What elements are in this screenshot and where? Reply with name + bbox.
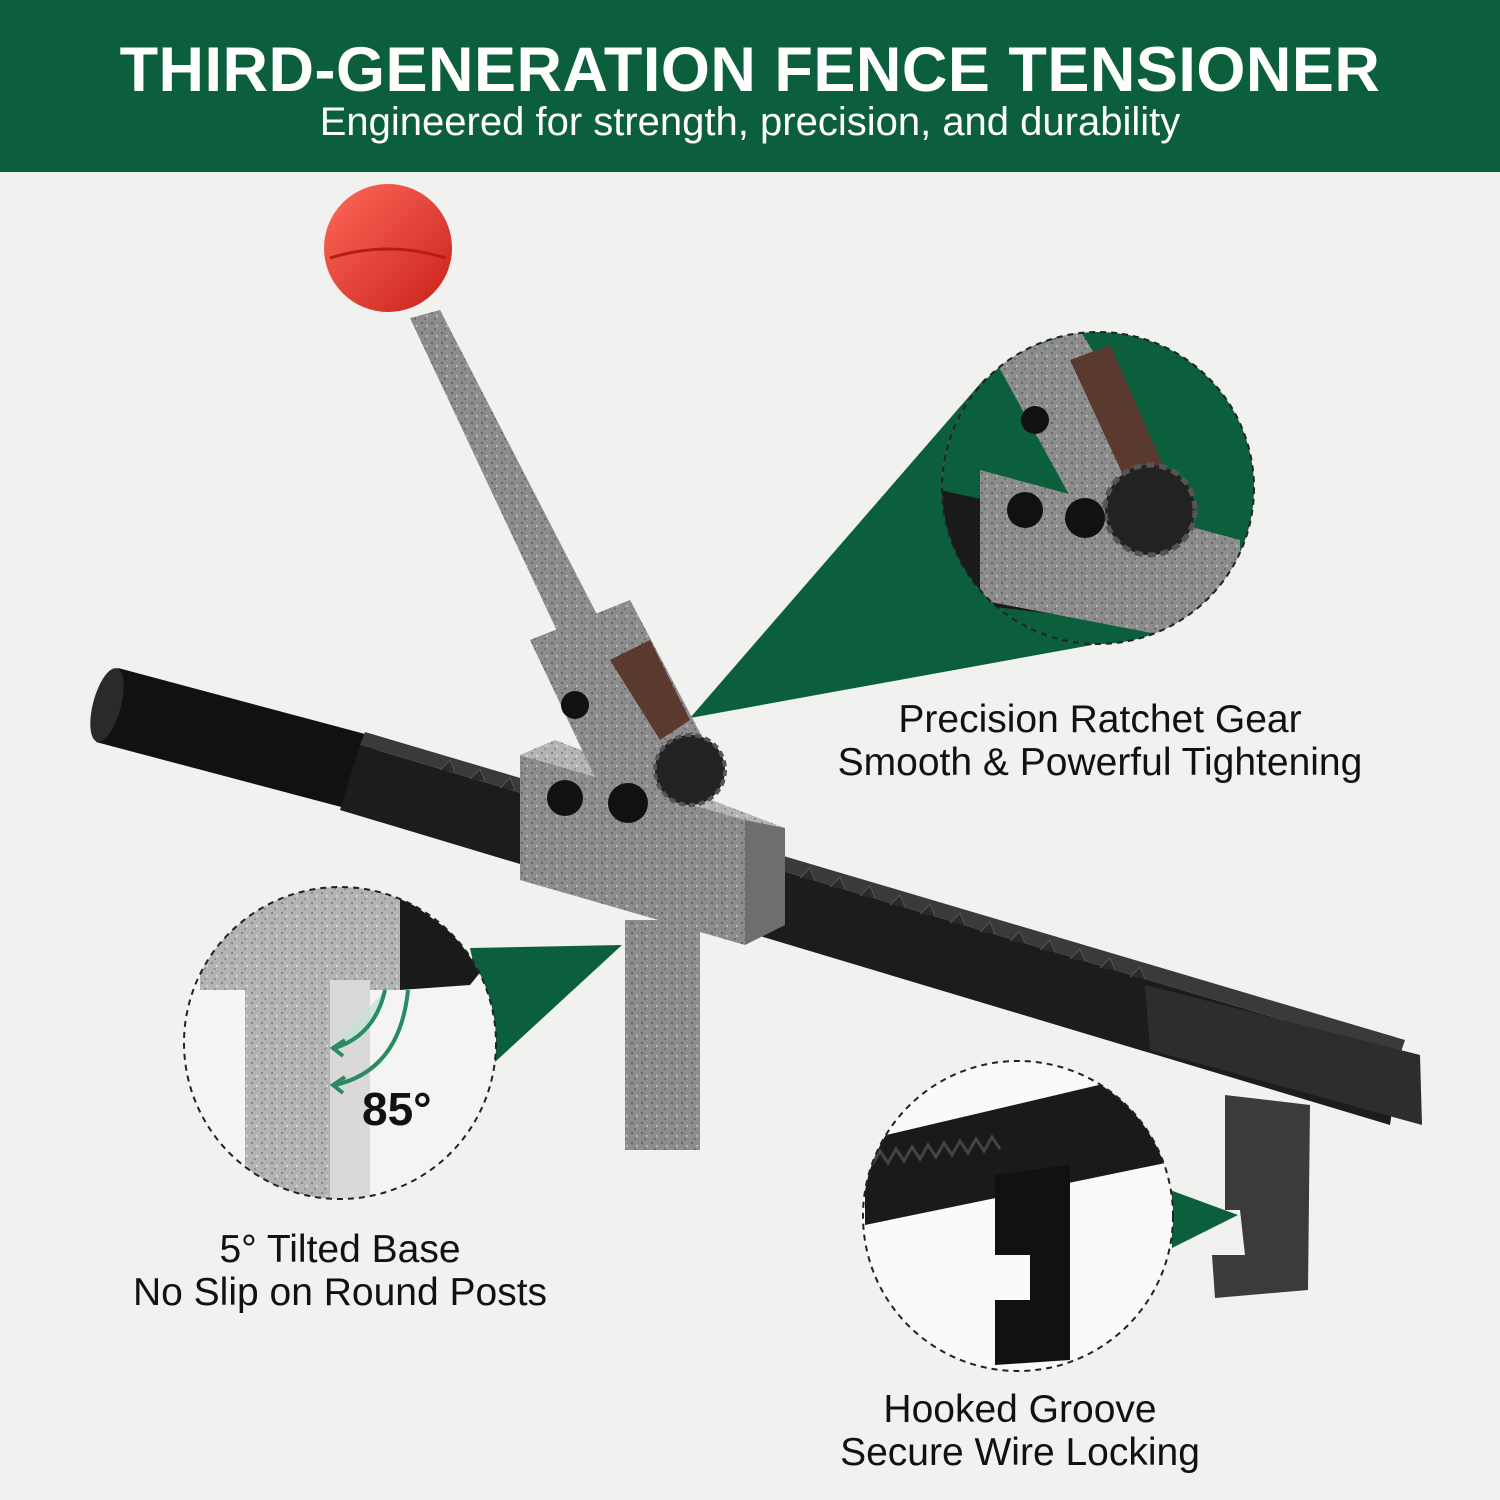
- angle-arc-outer: [334, 989, 410, 1087]
- ratchet-caption: Precision Ratchet Gear Smooth & Powerful…: [790, 698, 1410, 784]
- angle-label: 85°: [362, 1083, 432, 1135]
- tensioner-body: [520, 600, 785, 1150]
- grip-handle: [90, 668, 380, 812]
- angle-arc-inner: [334, 989, 387, 1050]
- hook-callout-wedge: [1170, 1190, 1238, 1248]
- hook-caption: Hooked Groove Secure Wire Locking: [780, 1388, 1260, 1474]
- ratchet-caption-line2: Smooth & Powerful Tightening: [837, 741, 1363, 784]
- base-zoom-inset: [183, 886, 497, 1200]
- page-subtitle: Engineered for strength, precision, and …: [319, 100, 1181, 144]
- header-banner: THIRD-GENERATION FENCE TENSIONER Enginee…: [0, 0, 1500, 172]
- base-callout-wedge: [470, 945, 622, 1062]
- hook-caption-line2: Secure Wire Locking: [840, 1431, 1200, 1474]
- base-caption: 5° Tilted Base No Slip on Round Posts: [90, 1228, 590, 1314]
- tilted-base-foot: [625, 920, 700, 1150]
- page-title: THIRD-GENERATION FENCE TENSIONER: [119, 35, 1381, 105]
- base-caption-line1: 5° Tilted Base: [219, 1228, 461, 1271]
- hook-zoom-inset: [862, 1060, 1174, 1372]
- base-caption-line2: No Slip on Round Posts: [132, 1271, 548, 1314]
- ratchet-caption-line1: Precision Ratchet Gear: [898, 698, 1302, 741]
- lever-arm: [410, 310, 605, 648]
- ratchet-zoom-inset: [941, 331, 1255, 645]
- wire-hook: [1212, 1095, 1310, 1298]
- hook-caption-line1: Hooked Groove: [883, 1388, 1157, 1431]
